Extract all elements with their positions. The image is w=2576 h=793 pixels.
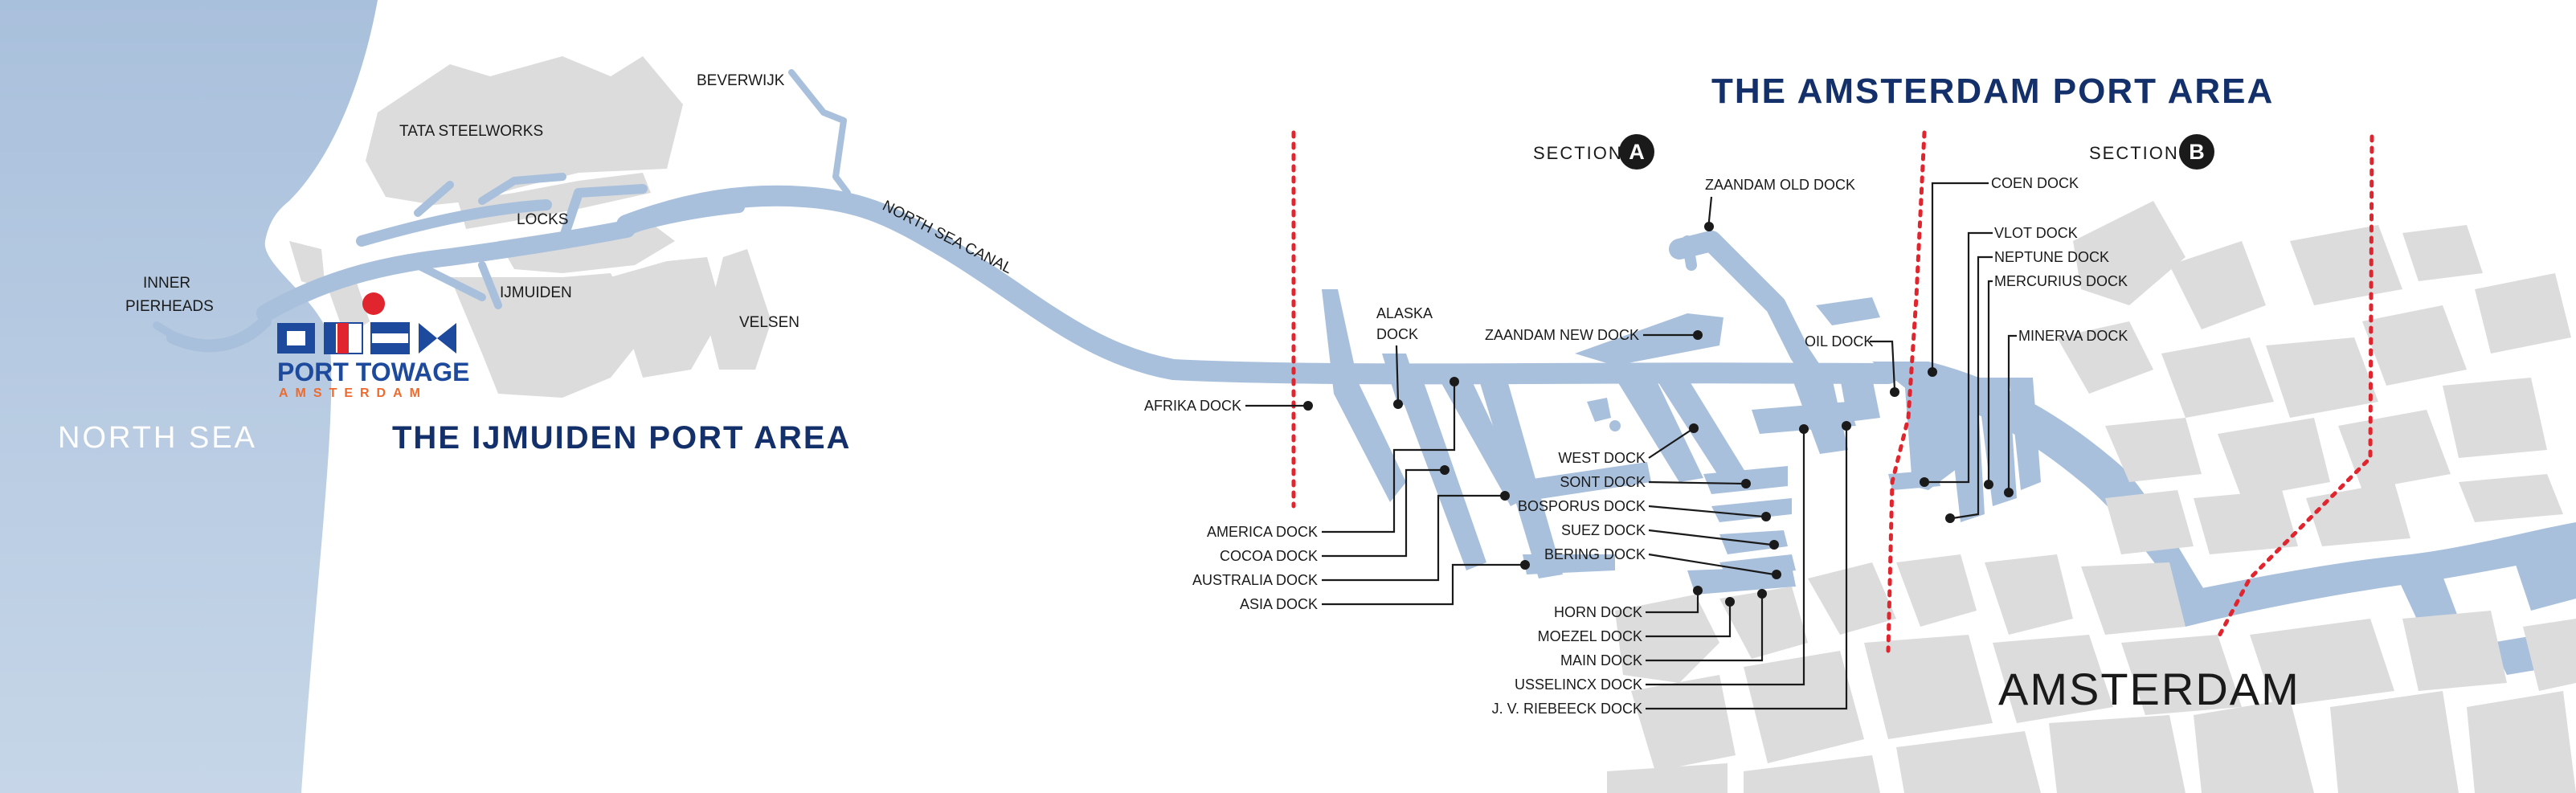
dock-label-bosporus: BOSPORUS DOCK	[1518, 498, 1646, 514]
dock-label-suez: SUEZ DOCK	[1561, 522, 1646, 538]
dock-label-horn: HORN DOCK	[1554, 604, 1642, 620]
dock-label-cocoa: COCOA DOCK	[1220, 548, 1318, 564]
dock-label-zaandam-new: ZAANDAM NEW DOCK	[1485, 327, 1639, 343]
dock-label-zaandam-old: ZAANDAM OLD DOCK	[1705, 177, 1855, 193]
dock-label-australia: AUSTRALIA DOCK	[1192, 572, 1318, 588]
section-a-letter: A	[1629, 140, 1645, 164]
dock-leaders	[1245, 182, 2017, 710]
ijmuiden-label: IJMUIDEN	[500, 284, 572, 301]
dock-label-oil: OIL DOCK	[1805, 333, 1873, 349]
dock-label-usselincx: USSELINCX DOCK	[1515, 677, 1642, 693]
amsterdam-label: AMSTERDAM	[1998, 664, 2300, 714]
amsterdam-area-title: THE AMSTERDAM PORT AREA	[1711, 72, 2274, 111]
dock-label-vlot: VLOT DOCK	[1994, 225, 2078, 241]
inner-pierheads-line2: PIERHEADS	[125, 298, 214, 315]
dock-label-main: MAIN DOCK	[1560, 652, 1642, 668]
section-b-letter: B	[2189, 140, 2205, 164]
section-b-word: SECTION	[2089, 143, 2179, 163]
dock-label-moezel: MOEZEL DOCK	[1538, 628, 1642, 644]
logo-red-dot	[362, 292, 385, 315]
amsterdam-city-land	[1607, 201, 2576, 793]
locks-label: LOCKS	[517, 211, 568, 228]
north-sea-label: NORTH SEA	[58, 421, 257, 455]
logo-flags	[277, 322, 456, 354]
port-towage-logo: PORT TOWAGE AMSTERDAM	[277, 292, 469, 400]
dock-label-bering: BERING DOCK	[1544, 546, 1646, 562]
dock-label-afrika: AFRIKA DOCK	[1144, 398, 1241, 414]
section-a-marker: SECTION A	[1533, 134, 1654, 170]
dock-label-west: WEST DOCK	[1558, 450, 1646, 466]
tata-steelworks-label: TATA STEELWORKS	[399, 123, 543, 140]
inner-pierheads-line1: INNER	[143, 275, 190, 292]
north-sea-canal-label: NORTH SEA CANAL	[880, 198, 1015, 278]
logo-city: AMSTERDAM	[279, 386, 427, 400]
dock-label-america: AMERICA DOCK	[1207, 524, 1318, 540]
section-b-marker: SECTION B	[2089, 134, 2214, 170]
dock-label-alaska-2: DOCK	[1376, 326, 1418, 342]
north-sea-area	[0, 0, 378, 793]
ijmuiden-area-title: THE IJMUIDEN PORT AREA	[392, 420, 851, 456]
dock-labels: AFRIKA DOCK ALASKA DOCK ZAANDAM NEW DOCK…	[1144, 175, 2128, 717]
dock-label-coen: COEN DOCK	[1991, 175, 2079, 191]
logo-name: PORT TOWAGE	[277, 358, 469, 386]
dock-label-minerva: MINERVA DOCK	[2018, 328, 2128, 344]
beverwijk-label: BEVERWIJK	[697, 72, 785, 89]
dock-label-sont: SONT DOCK	[1560, 474, 1646, 490]
section-boundaries	[1291, 130, 2374, 653]
section-a-word: SECTION	[1533, 143, 1623, 163]
amsterdam-port-waters	[1322, 231, 2576, 675]
velsen-label: VELSEN	[739, 314, 799, 331]
dock-label-mercurius: MERCURIUS DOCK	[1994, 273, 2128, 289]
dock-label-alaska-1: ALASKA	[1376, 305, 1433, 321]
north-sea-canal	[616, 185, 1899, 385]
dock-label-riebeeck: J. V. RIEBEECK DOCK	[1492, 701, 1642, 717]
dock-label-neptune: NEPTUNE DOCK	[1994, 249, 2109, 265]
dock-label-asia: ASIA DOCK	[1240, 596, 1318, 612]
